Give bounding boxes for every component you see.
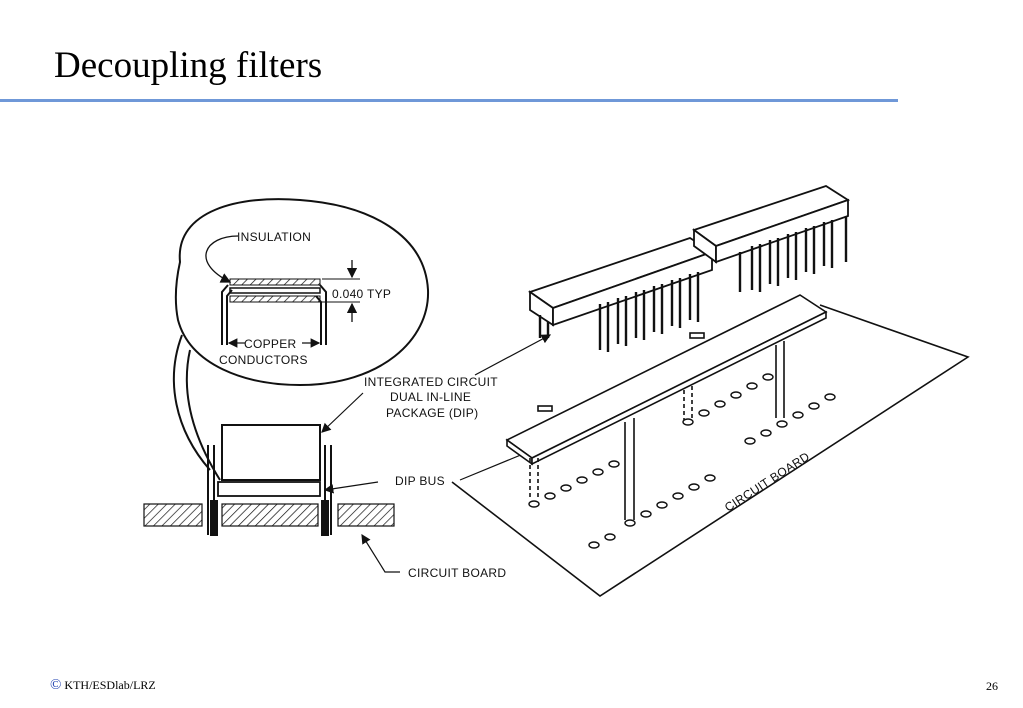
label-thickness: 0.040 TYP [332, 287, 391, 301]
label-circuit-board: CIRCUIT BOARD [408, 566, 506, 580]
iso-circuit-board [451, 304, 970, 597]
label-ic-line1: INTEGRATED CIRCUIT [364, 375, 498, 389]
iso-board-holes [528, 373, 836, 549]
iso-dip-bus [505, 294, 828, 520]
bus-cross-section [205, 235, 360, 348]
side-view-dip [207, 424, 332, 535]
zoom-circle [172, 198, 430, 481]
label-ic-line3: PACKAGE (DIP) [386, 406, 478, 420]
iso-dip-chip-front [528, 237, 715, 352]
label-dip-bus: DIP BUS [395, 474, 445, 488]
label-circuit-board-iso: CIRCUIT BOARD [722, 449, 812, 514]
footer-text: KTH/ESDlab/LRZ [64, 678, 156, 692]
label-copper: COPPER [244, 337, 297, 351]
copyright-symbol: © [50, 677, 62, 693]
label-leaders [321, 334, 552, 573]
footer-copyright: ©KTH/ESDlab/LRZ [50, 677, 156, 694]
label-conductors: CONDUCTORS [219, 353, 308, 367]
label-ic-line2: DUAL IN-LINE [390, 390, 471, 404]
side-view-circuit-board [143, 500, 395, 536]
page-number: 26 [986, 679, 998, 693]
title-underline [0, 99, 898, 102]
iso-dip-chip-back [692, 185, 851, 292]
slide-title: Decoupling filters [54, 45, 323, 86]
label-insulation: INSULATION [237, 230, 311, 244]
